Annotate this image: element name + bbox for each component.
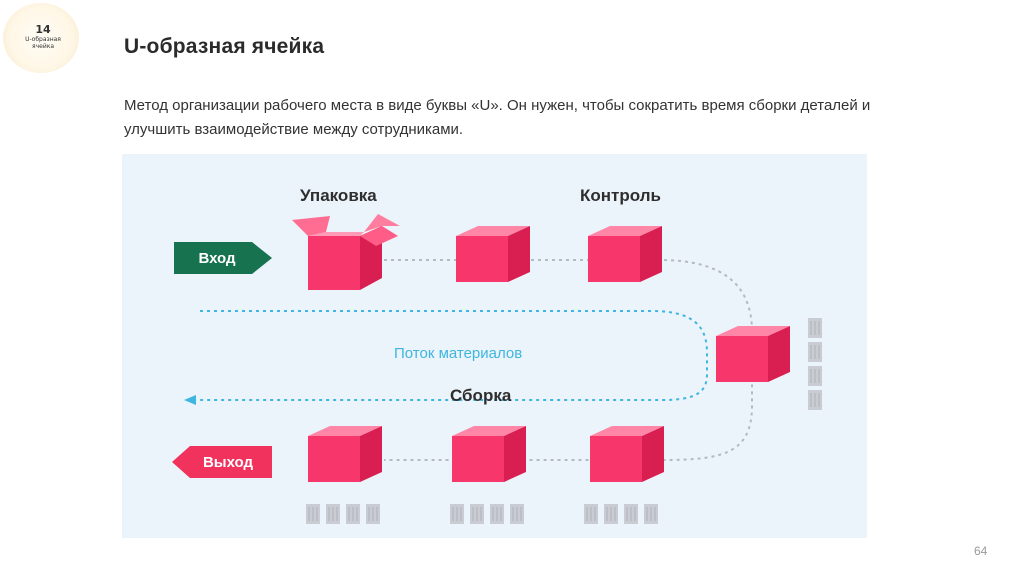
packing-box bbox=[292, 214, 400, 290]
bottom-conveyor-rollers-3 bbox=[583, 503, 659, 525]
entry-label: Вход bbox=[198, 249, 236, 267]
assembly-label: Сборка bbox=[450, 386, 512, 405]
diagram-canvas bbox=[172, 214, 823, 525]
bottom-conveyor-rollers-2 bbox=[449, 503, 525, 525]
bottom-conveyor-rollers-1 bbox=[305, 503, 381, 525]
control-box bbox=[588, 226, 662, 282]
entry-arrow-shape bbox=[174, 242, 272, 274]
logo-number: 14 bbox=[35, 23, 51, 36]
logo-title: U-образная ячейка bbox=[25, 36, 61, 50]
station-box-turn bbox=[716, 326, 790, 382]
station-box-1 bbox=[456, 226, 530, 282]
logo-badge: 14 U-образная ячейка bbox=[3, 3, 79, 73]
flow-arrowhead bbox=[184, 395, 196, 405]
u-cell-diagram: Вход Выход Упаковка Контроль Сборка Пото… bbox=[122, 154, 867, 538]
assembly-box-2 bbox=[452, 426, 526, 482]
assembly-box-1 bbox=[308, 426, 382, 482]
conveyor-path bbox=[384, 259, 753, 461]
exit-label: Выход bbox=[202, 453, 254, 471]
right-conveyor-rollers bbox=[807, 317, 823, 411]
page-number: 64 bbox=[974, 544, 988, 558]
control-label: Контроль bbox=[580, 186, 661, 205]
assembly-box-3 bbox=[590, 426, 664, 482]
slide-title: U-образная ячейка bbox=[124, 35, 325, 58]
exit-arrow-shape bbox=[172, 446, 272, 478]
packing-label: Упаковка bbox=[300, 186, 377, 205]
material-flow-path bbox=[200, 310, 708, 401]
slide-description: Метод организации рабочего места в виде … bbox=[124, 97, 871, 138]
material-flow-label: Поток материалов bbox=[394, 345, 523, 362]
